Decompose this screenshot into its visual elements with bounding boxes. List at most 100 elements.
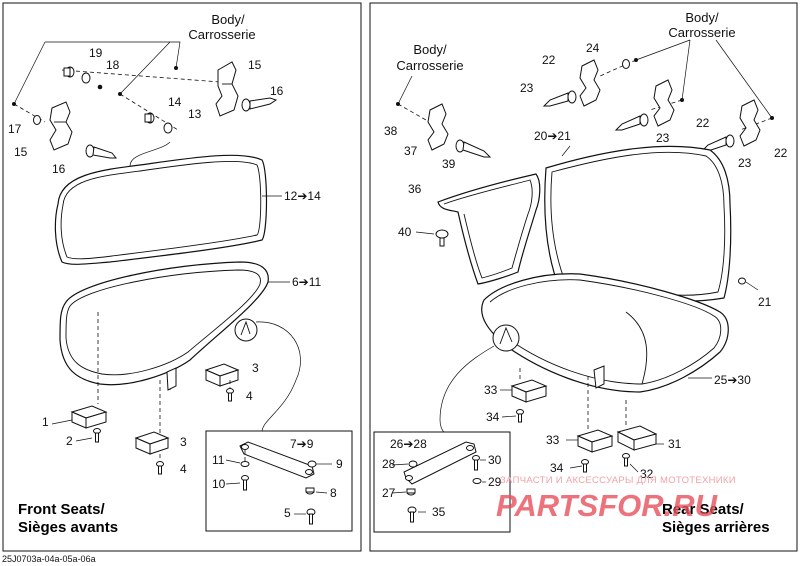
callout-18: 18 [106, 58, 120, 72]
callout-24: 24 [586, 41, 600, 55]
front-cushion [59, 261, 269, 386]
callout-23-a: 23 [520, 81, 534, 95]
callout-31: 31 [668, 437, 682, 451]
callout-9: 9 [336, 457, 343, 471]
washer-11 [240, 461, 250, 467]
push-pin-40 [435, 229, 449, 247]
callout-19: 19 [89, 46, 103, 60]
callout-12-14: 12➔14 [284, 189, 321, 203]
callout-40: 40 [398, 225, 412, 239]
rear-body-label-right-2: Carrosserie [668, 25, 735, 40]
rear-body-label-left-2: Carrosserie [396, 58, 463, 73]
washer-18 [81, 72, 91, 84]
callout-1: 1 [42, 415, 49, 429]
screw-16-top [241, 97, 278, 112]
rear-seats-panel: Body/ Carrosserie Body/ Carrosserie [369, 2, 798, 552]
callout-8: 8 [330, 486, 337, 500]
rear-body-label-left-1: Body/ [413, 42, 447, 57]
callout-30: 30 [488, 453, 502, 467]
front-panel-border [2, 2, 362, 552]
bolt-10 [241, 475, 249, 491]
callout-6-11: 6➔11 [292, 275, 322, 289]
bolt-2 [93, 428, 101, 443]
nut-8 [305, 487, 315, 495]
front-seats-panel: Body/ Carrosserie [2, 2, 362, 552]
mount-block-3-lower [134, 431, 170, 455]
hinge-bracket-22-a [579, 59, 601, 107]
front-callouts: 19 18 15 16 14 13 17 15 16 12➔14 6➔11 3 … [8, 46, 343, 520]
nut-14 [144, 112, 155, 124]
callout-7-9: 7➔9 [290, 437, 314, 451]
rear-hinge-detail-circle [492, 324, 520, 352]
washer-29 [472, 478, 482, 484]
callout-27: 27 [382, 486, 396, 500]
front-detail-box [205, 430, 353, 532]
rear-title-1: Rear Seats/ [662, 501, 745, 518]
callout-2: 2 [66, 434, 73, 448]
callout-38: 38 [384, 124, 398, 138]
mount-block-31 [616, 425, 658, 451]
callout-22-b: 22 [696, 116, 710, 130]
callout-29: 29 [488, 475, 502, 489]
bolt-35 [407, 506, 417, 523]
callout-37: 37 [404, 144, 418, 158]
callout-3-lower: 3 [180, 435, 187, 449]
front-body-label-2: Carrosserie [188, 27, 255, 42]
rear-backrest [544, 145, 732, 302]
rear-title-2: Sièges arrières [662, 519, 770, 536]
front-body-label-1: Body/ [211, 12, 245, 27]
callout-36: 36 [408, 182, 422, 196]
hinge-bracket-15-top [215, 61, 239, 117]
screw-23-c [700, 134, 735, 152]
callout-32: 32 [640, 467, 654, 481]
bolt-4-upper [226, 388, 234, 402]
callout-20-21: 20➔21 [534, 129, 571, 143]
callout-23-c: 23 [738, 156, 752, 170]
mount-block-33-upper [510, 379, 548, 403]
rear-seat-latch [593, 365, 605, 389]
bolt-30 [472, 455, 480, 471]
rear-side-panel [437, 173, 541, 285]
front-strap-bracket [239, 441, 315, 479]
body-leader-front-top [45, 41, 181, 69]
hinge-bracket-15-left [49, 101, 73, 151]
mount-block-3-upper [204, 363, 240, 387]
mount-block-33-lower [576, 429, 614, 453]
hinge-bracket-22-c [739, 99, 761, 147]
callout-17: 17 [8, 122, 22, 136]
watermark-line-2: PARTSFOR.RU [496, 488, 719, 523]
callout-28: 28 [382, 457, 396, 471]
callout-33-upper: 33 [484, 383, 498, 397]
screw-23-b [614, 113, 649, 131]
nut-19 [63, 66, 75, 78]
body-leader-front-mid [119, 41, 171, 95]
diagram-code: 25J0703a-04a-05a-06a [2, 554, 96, 564]
callout-15-left: 15 [14, 145, 28, 159]
callout-11: 11 [212, 453, 225, 467]
callout-4-upper: 4 [246, 389, 253, 403]
rear-strap-bracket [403, 441, 477, 485]
washer-9 [307, 460, 317, 468]
bolt-5 [306, 508, 316, 525]
washer-17 [33, 115, 41, 125]
rear-panel-border [369, 2, 798, 552]
callout-16-left: 16 [52, 162, 66, 176]
washer-21 [738, 277, 746, 285]
nut-27 [406, 488, 416, 496]
bolt-34-upper [516, 409, 524, 423]
watermark-line-1: ЗАПЧАСТИ И АКСЕССУАРЫ ДЛЯ МОТОТЕХНИКИ [500, 475, 736, 486]
callout-21: 21 [758, 295, 772, 309]
body-leader-front-left [13, 41, 46, 105]
callout-26-28: 26➔28 [390, 437, 427, 451]
hinge-bracket-38 [427, 103, 449, 151]
washer-24 [622, 59, 630, 69]
rear-cushion [481, 273, 729, 393]
bolt-34-lower [581, 459, 589, 473]
callout-34-lower: 34 [550, 461, 564, 475]
front-title-1: Front Seats/ [18, 501, 106, 518]
callout-14: 14 [168, 95, 182, 109]
callout-5: 5 [284, 506, 291, 520]
callout-39: 39 [442, 157, 456, 171]
washer-28 [408, 460, 418, 468]
